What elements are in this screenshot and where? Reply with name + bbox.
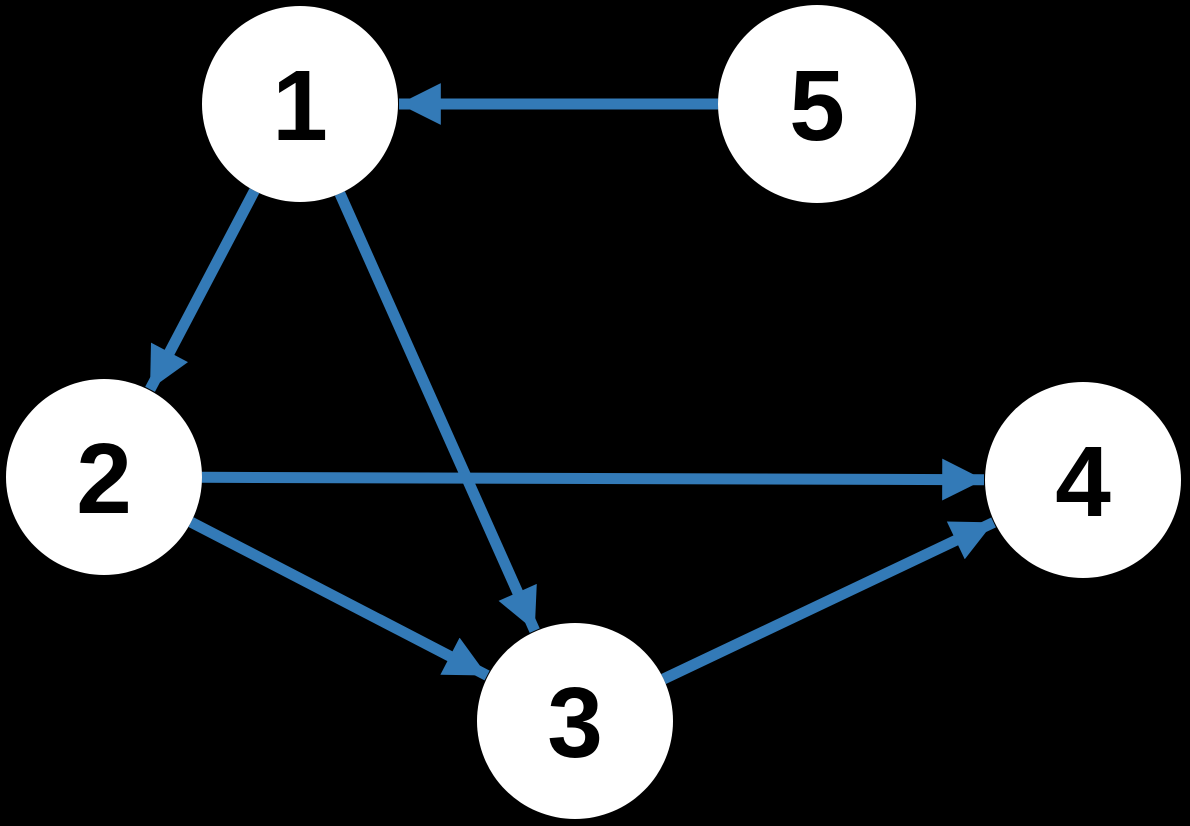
nodes-layer: 1 2 3 4 5 <box>6 5 1181 819</box>
edge-2-to-4 <box>201 458 985 501</box>
graph-node-3: 3 <box>477 623 673 819</box>
node-label-2: 2 <box>76 423 132 535</box>
edge-2-to-3 <box>188 517 490 681</box>
edges-layer <box>145 83 996 684</box>
node-circle-3 <box>477 623 673 819</box>
graph-node-5: 5 <box>718 5 916 203</box>
edge-1-to-3 <box>334 191 540 633</box>
node-circle-2 <box>6 379 202 575</box>
graph-node-4: 4 <box>985 382 1181 578</box>
node-circle-5 <box>718 5 916 203</box>
edge-1-to-2 <box>145 188 260 392</box>
node-circle-1 <box>202 6 398 202</box>
node-circle-4 <box>985 382 1181 578</box>
node-label-5: 5 <box>789 50 845 162</box>
node-label-1: 1 <box>272 50 328 162</box>
edge-3-to-4 <box>661 517 996 684</box>
node-label-3: 3 <box>547 667 603 779</box>
graph-node-2: 2 <box>6 379 202 575</box>
graph-node-1: 1 <box>202 6 398 202</box>
node-label-4: 4 <box>1055 426 1111 538</box>
